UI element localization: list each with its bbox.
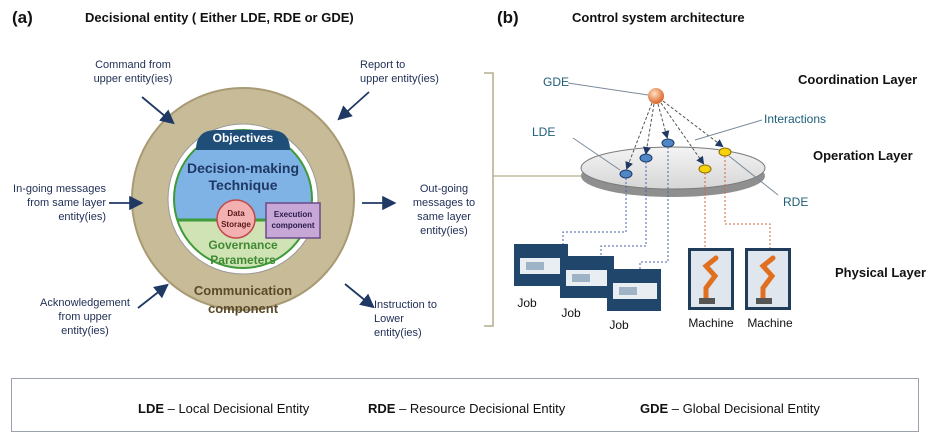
note-instruction-2: Lower xyxy=(374,313,404,325)
exec-line-1: Execution xyxy=(273,210,313,219)
comm-line-2: component xyxy=(207,301,279,316)
note-ack-3: entity(ies) xyxy=(61,325,109,337)
job-label-3: Job xyxy=(609,318,629,332)
objectives-label: Objectives xyxy=(212,131,274,145)
gov-line-2: Parameters xyxy=(210,253,276,267)
note-instruction-3: entity(ies) xyxy=(374,327,422,339)
note-ingoing: In-going messages from same layer entity… xyxy=(4,182,106,224)
note-instruction: Instruction to Lower entity(ies) xyxy=(374,298,474,340)
note-command: Command from upper entity(ies) xyxy=(78,58,188,86)
report-arrow xyxy=(337,91,370,121)
job-image-1 xyxy=(514,244,568,286)
coordination-layer-label: Coordination Layer xyxy=(798,72,918,87)
layer-bracket xyxy=(484,72,494,327)
note-ingoing-2: from same layer xyxy=(27,197,106,209)
execution-box xyxy=(265,202,321,239)
note-command-1: Command from xyxy=(95,59,171,71)
legend-lde: LDE – Local Decisional Entity xyxy=(138,401,309,416)
interactions-pointer xyxy=(694,119,763,141)
legend-box: LDE – Local Decisional Entity RDE – Reso… xyxy=(11,378,919,432)
legend-lde-abbr: LDE xyxy=(138,401,164,416)
panel-a-title: Decisional entity ( Either LDE, RDE or G… xyxy=(85,10,354,25)
job-image-3 xyxy=(607,269,661,311)
gde-pointer xyxy=(567,82,649,96)
note-outgoing-3: same layer xyxy=(417,211,471,223)
machine-image-2 xyxy=(745,248,791,310)
gde-node xyxy=(648,88,664,104)
decision-line-1: Decision-making xyxy=(186,160,300,176)
note-outgoing-4: entity(ies) xyxy=(420,225,468,237)
comm-line-1: Communication xyxy=(193,283,293,298)
note-command-2: upper entity(ies) xyxy=(93,73,173,85)
lde-node-2 xyxy=(639,153,653,163)
governance-label: Governance Parameters xyxy=(190,238,296,268)
legend-gde-text: – Global Decisional Entity xyxy=(668,401,820,416)
execution-label: Execution component xyxy=(266,209,320,231)
data-line-2: Storage xyxy=(221,220,251,229)
job-image-2 xyxy=(560,256,614,298)
exec-line-2: component xyxy=(271,221,315,230)
operation-disc xyxy=(580,146,766,190)
legend-rde-text: – Resource Decisional Entity xyxy=(395,401,566,416)
machine-image-1 xyxy=(688,248,734,310)
legend-rde-abbr: RDE xyxy=(368,401,396,416)
lde-node-1 xyxy=(619,169,633,179)
note-ack-1: Acknowledgement xyxy=(40,297,130,309)
data-storage-label: Data Storage xyxy=(217,208,255,230)
gde-label: GDE xyxy=(543,75,570,89)
gde-links xyxy=(625,100,724,170)
note-outgoing-2: messages to xyxy=(412,197,476,209)
note-instruction-1: Instruction to xyxy=(374,299,437,311)
note-outgoing: Out-going messages to same layer entity(… xyxy=(399,182,489,238)
legend-gde-abbr: GDE xyxy=(640,401,669,416)
gov-line-1: Governance xyxy=(208,238,278,252)
rde-node-2 xyxy=(718,147,732,157)
note-report: Report to upper entity(ies) xyxy=(360,58,470,86)
data-line-1: Data xyxy=(227,209,245,218)
note-ack-2: from upper xyxy=(58,311,112,323)
note-report-1: Report to xyxy=(360,59,406,71)
ack-arrow xyxy=(137,283,169,309)
legend-lde-text: – Local Decisional Entity xyxy=(164,401,310,416)
interactions-label: Interactions xyxy=(764,112,827,126)
rde-label: RDE xyxy=(783,195,809,209)
data-storage-circle xyxy=(216,199,256,239)
note-outgoing-1: Out-going xyxy=(419,183,469,195)
physical-layer-label: Physical Layer xyxy=(835,265,927,280)
rde-pointer xyxy=(728,155,779,196)
lde-label: LDE xyxy=(532,125,556,139)
communication-label: Communication component xyxy=(178,282,308,318)
rde-node-1 xyxy=(698,164,712,174)
objectives-tab xyxy=(196,130,290,150)
job-label-1: Job xyxy=(517,296,537,310)
machine-label-2: Machine xyxy=(747,316,793,330)
decision-making-label: Decision-making Technique xyxy=(178,160,308,194)
panel-b-label: (b) xyxy=(497,8,519,27)
instruction-arrow xyxy=(344,283,375,309)
legend-gde: GDE – Global Decisional Entity xyxy=(640,401,820,416)
legend-rde: RDE – Resource Decisional Entity xyxy=(368,401,565,416)
decision-line-2: Technique xyxy=(208,177,278,193)
lde-pointer xyxy=(572,137,621,171)
note-ack: Acknowledgement from upper entity(ies) xyxy=(30,296,140,338)
command-arrow xyxy=(141,96,175,125)
machine-label-1: Machine xyxy=(688,316,734,330)
note-report-2: upper entity(ies) xyxy=(360,73,439,85)
panel-b-title: Control system architecture xyxy=(572,10,745,25)
note-ingoing-1: In-going messages xyxy=(13,183,106,195)
panel-a-label: (a) xyxy=(12,8,33,27)
job-label-2: Job xyxy=(561,306,581,320)
note-ingoing-3: entity(ies) xyxy=(58,211,106,223)
lde-node-3 xyxy=(661,138,675,148)
operation-layer-label: Operation Layer xyxy=(813,148,913,163)
